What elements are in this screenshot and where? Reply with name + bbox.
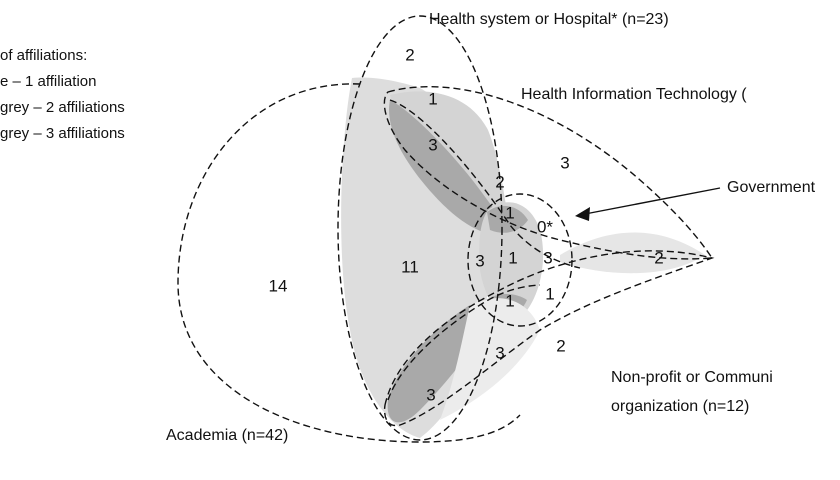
shading: [341, 77, 705, 439]
count-gov-right: 3: [543, 248, 552, 267]
label-hit: Health Information Technology (: [521, 86, 747, 103]
legend: of affiliations: e – 1 affiliation grey …: [0, 47, 125, 142]
count-gov-lower-right: 1: [545, 284, 554, 303]
legend-item-3: grey – 3 affiliations: [0, 125, 125, 142]
government-outline: [467, 193, 573, 327]
set-outlines: [177, 15, 715, 443]
nonprofit-outline: [383, 250, 715, 427]
count-hit-nonprofit: 2: [654, 248, 663, 267]
count-hospital-hit: 1: [428, 89, 437, 108]
count-hit-only: 3: [560, 153, 569, 172]
label-hospital: Health system or Hospital* (n=23): [429, 11, 669, 28]
label-academia: Academia (n=42): [166, 427, 288, 444]
shade-nonprofit-lower: [440, 298, 540, 420]
count-gov-center: 1: [508, 248, 517, 267]
shade-hit-nonprofit: [560, 232, 705, 274]
shade-three-upper: [389, 100, 510, 236]
label-nonprofit-line1: Non-profit or Communi: [611, 369, 773, 386]
count-gov-only: 0*: [537, 217, 553, 236]
count-academia-hospital-hit: 3: [428, 135, 437, 154]
legend-item-1: e – 1 affiliation: [0, 73, 96, 90]
lower-petal-outline: [387, 284, 541, 401]
count-lower-center: 3: [495, 343, 504, 362]
region-counts: 14 11 2 1 3 3 2 1 0* 3 1 3 2 1 1 3 2 3: [269, 45, 664, 404]
hospital-outline: [337, 15, 503, 441]
government-arrow: [575, 187, 721, 221]
label-nonprofit-line2: organization (n=12): [611, 398, 749, 415]
count-academia-nonprofit: 3: [426, 385, 435, 404]
count-hit-upper-center: 2: [495, 172, 504, 191]
label-government: Government: [727, 179, 816, 196]
count-academia-hospital: 11: [401, 257, 419, 276]
count-gov-academia: 3: [475, 251, 484, 270]
count-academia-only: 14: [269, 276, 288, 295]
count-nonprofit-only: 2: [556, 336, 565, 355]
set-labels: Health system or Hospital* (n=23) Health…: [166, 11, 816, 444]
academia-outline: [177, 83, 521, 443]
hit-outline: [383, 85, 714, 260]
legend-item-2: grey – 2 affiliations: [0, 99, 125, 116]
upper-petal-outline: [389, 99, 581, 269]
count-gov-lower-left: 1: [505, 291, 514, 310]
count-hospital-only: 2: [405, 45, 414, 64]
shade-gov-top: [487, 205, 528, 233]
count-gov-hospital-hit: 1: [505, 203, 514, 222]
legend-title: of affiliations:: [0, 47, 87, 64]
